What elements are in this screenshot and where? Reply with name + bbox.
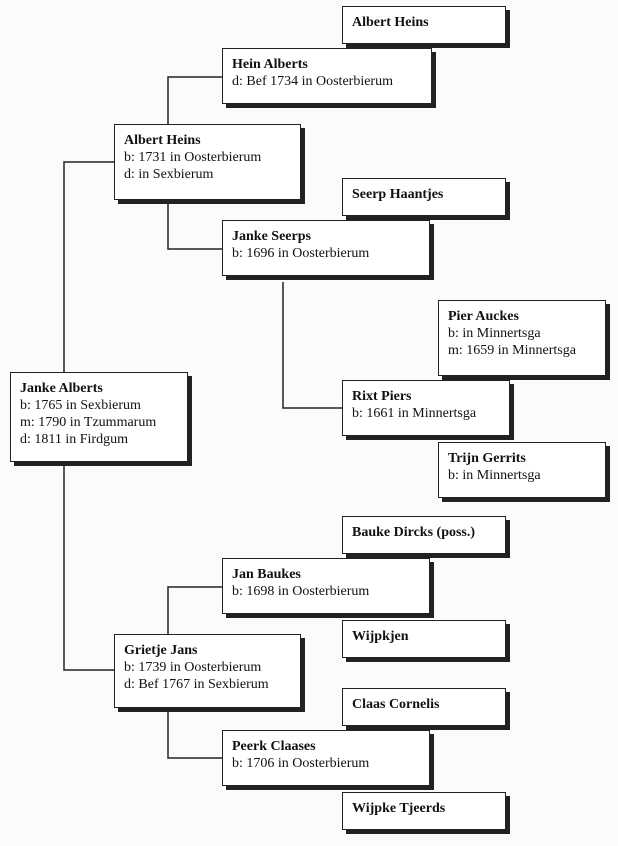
person-birth: b: 1661 in Minnertsga [352,406,477,421]
person-name: Janke Alberts [20,381,103,396]
person-death: d: 1811 in Firdgum [20,432,128,447]
person-birth: b: 1706 in Oosterbierum [232,756,370,771]
person-name: Trijn Gerrits [448,451,526,466]
person-box-bauke-dircks: Bauke Dircks (poss.) [342,516,506,554]
person-birth: b: 1765 in Sexbierum [20,398,141,413]
person-birth: b: 1731 in Oosterbierum [124,150,262,165]
person-box-janke-seerps: Janke Seerps b: 1696 in Oosterbierum [222,220,430,276]
person-name: Jan Baukes [232,567,301,582]
person-birth: b: in Minnertsga [448,326,541,341]
person-name: Hein Alberts [232,57,308,72]
person-death: d: Bef 1734 in Oosterbierum [232,74,393,89]
person-name: Rixt Piers [352,389,412,404]
person-birth: b: in Minnertsga [448,468,541,483]
person-name: Claas Cornelis [352,697,440,712]
person-box-albert-heins-sr: Albert Heins [342,6,506,44]
person-name: Janke Seerps [232,229,311,244]
person-box-peerk-claases: Peerk Claases b: 1706 in Oosterbierum [222,730,430,786]
person-name: Bauke Dircks (poss.) [352,525,476,540]
person-birth: b: 1696 in Oosterbierum [232,246,370,261]
person-box-seerp-haantjes: Seerp Haantjes [342,178,506,216]
person-box-rixt-piers: Rixt Piers b: 1661 in Minnertsga [342,380,510,436]
person-box-jan-baukes: Jan Baukes b: 1698 in Oosterbierum [222,558,430,614]
person-name: Peerk Claases [232,739,316,754]
person-death: d: in Sexbierum [124,167,214,182]
person-name: Albert Heins [352,15,429,30]
person-death: d: Bef 1767 in Sexbierum [124,677,269,692]
person-box-wijpke-tjeerds: Wijpke Tjeerds [342,792,506,830]
person-name: Wijpke Tjeerds [352,801,446,816]
person-birth: b: 1698 in Oosterbierum [232,584,370,599]
person-marriage: m: 1659 in Minnertsga [448,343,576,358]
person-name: Grietje Jans [124,643,198,658]
person-name: Seerp Haantjes [352,187,444,202]
person-box-pier-auckes: Pier Auckes b: in Minnertsga m: 1659 in … [438,300,606,376]
person-box-trijn-gerrits: Trijn Gerrits b: in Minnertsga [438,442,606,498]
person-box-hein-alberts: Hein Alberts d: Bef 1734 in Oosterbierum [222,48,432,104]
person-box-janke-alberts: Janke Alberts b: 1765 in Sexbierum m: 17… [10,372,188,462]
person-name: Pier Auckes [448,309,519,324]
person-box-claas-cornelis: Claas Cornelis [342,688,506,726]
person-name: Wijpkjen [352,629,409,644]
person-marriage: m: 1790 in Tzummarum [20,415,157,430]
person-birth: b: 1739 in Oosterbierum [124,660,262,675]
person-box-wijpkjen: Wijpkjen [342,620,506,658]
person-name: Albert Heins [124,133,201,148]
person-box-grietje-jans: Grietje Jans b: 1739 in Oosterbierum d: … [114,634,301,708]
person-box-albert-heins: Albert Heins b: 1731 in Oosterbierum d: … [114,124,301,200]
